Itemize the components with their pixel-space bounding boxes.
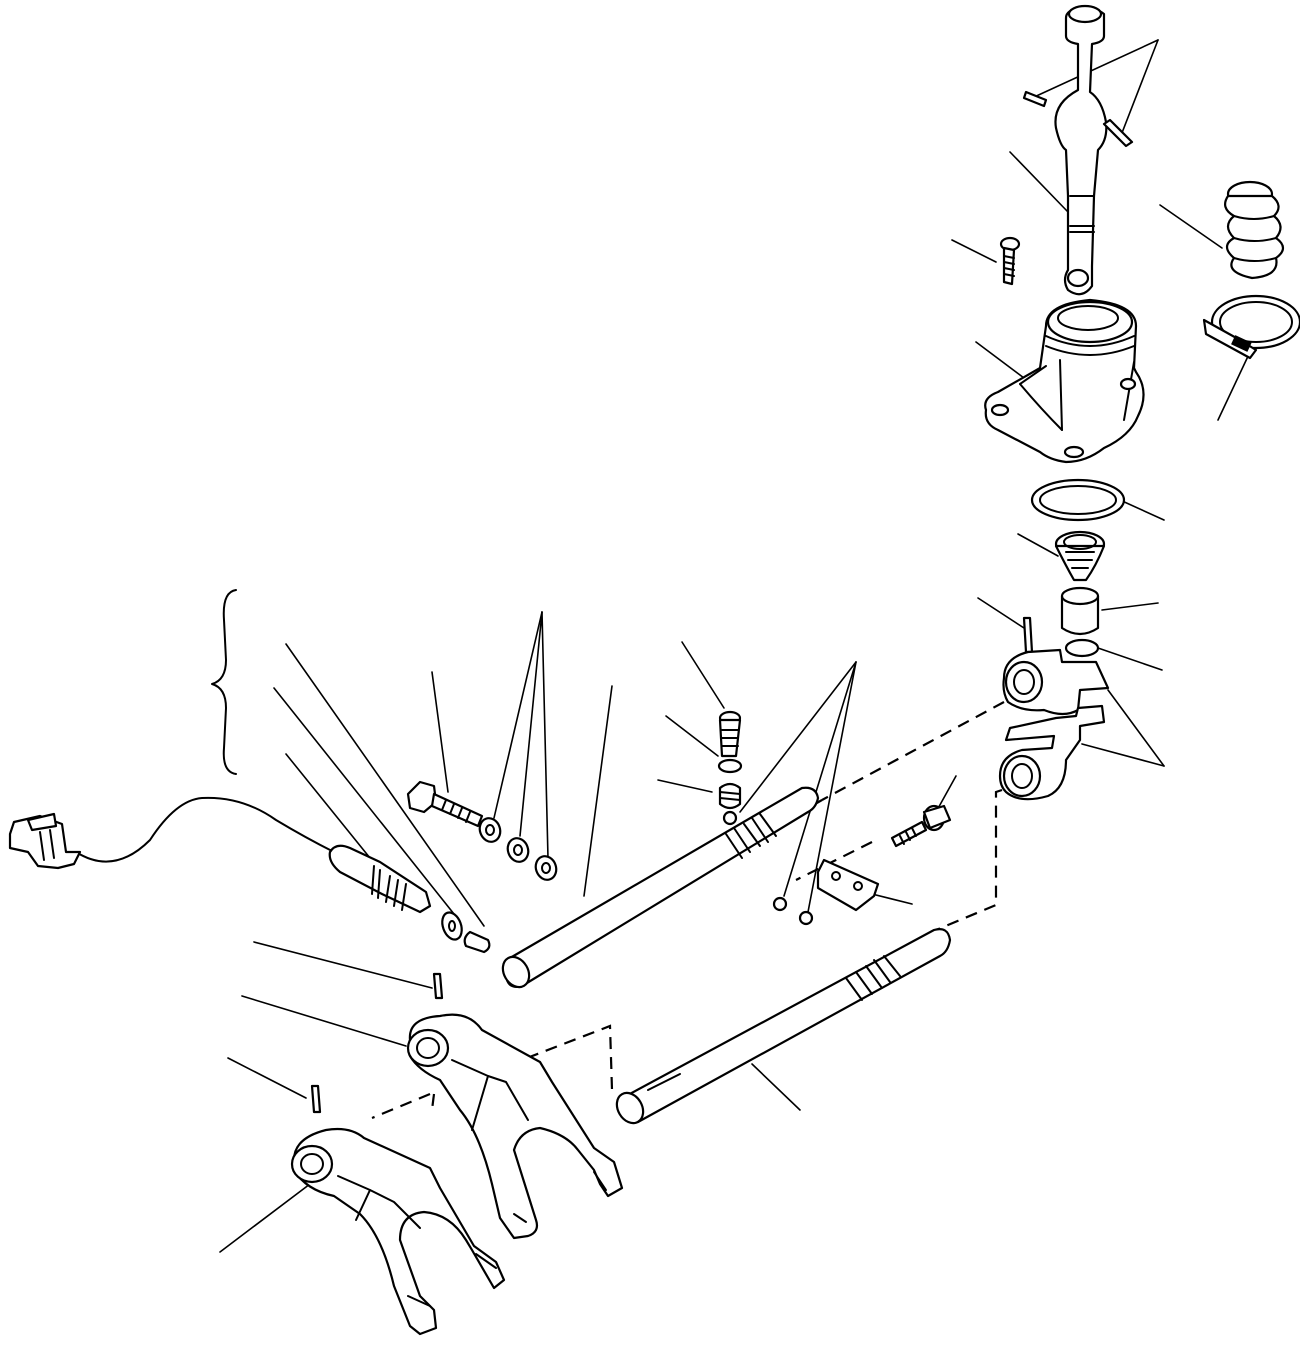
bolt-right — [890, 804, 952, 848]
leader-line — [1159, 204, 1223, 249]
leader-line — [1217, 351, 1251, 421]
leader-line — [935, 775, 957, 813]
leader-line — [977, 597, 1025, 629]
shift-housing — [984, 298, 1145, 464]
leader-line — [1081, 743, 1165, 767]
rubber-boot — [1223, 180, 1285, 280]
roll-pin — [432, 972, 444, 1000]
leader-line — [975, 341, 1025, 379]
leader-line — [871, 893, 913, 905]
neutral-switch — [8, 796, 432, 914]
switch-washer — [441, 911, 463, 941]
leader-line — [665, 715, 719, 757]
roll-pin — [310, 1084, 322, 1114]
spring-seat — [1054, 530, 1106, 582]
leader-line — [431, 671, 449, 793]
leader-line — [285, 643, 485, 927]
leader-line — [739, 661, 857, 813]
hose-clamp — [1202, 294, 1300, 360]
leader-line — [541, 611, 549, 859]
detent-bolt — [717, 710, 743, 826]
detent-plate — [816, 858, 880, 912]
leader-line — [1017, 533, 1059, 557]
leader-line — [493, 611, 543, 819]
leader-line — [1101, 602, 1159, 611]
shift-rail-upper — [501, 786, 820, 989]
shift-rail-lower — [615, 928, 952, 1125]
group-brace — [211, 589, 237, 775]
leader-line — [285, 753, 371, 859]
leader-line — [1107, 689, 1165, 767]
leader-line — [273, 687, 455, 915]
leader-line — [1097, 647, 1163, 671]
washers — [478, 817, 558, 881]
leader-line — [783, 661, 857, 897]
leader-line — [219, 1183, 311, 1253]
hex-bolt — [406, 780, 484, 828]
selector-lever-upper — [1002, 648, 1110, 716]
selector-lever-lower — [998, 704, 1106, 801]
leader-line — [227, 1057, 307, 1099]
leader-line — [1119, 39, 1159, 139]
leader-line — [751, 1063, 801, 1111]
shift-lever — [1022, 4, 1134, 296]
leader-line — [1009, 151, 1069, 213]
shift-fork-lower — [290, 1127, 506, 1336]
leader-line — [253, 941, 433, 989]
leader-line — [951, 239, 997, 263]
leader-line — [583, 685, 613, 897]
o-ring — [1030, 478, 1126, 522]
leader-lines — [219, 39, 1251, 1253]
small-ring — [1064, 638, 1100, 658]
bushing — [1060, 586, 1100, 636]
leader-line — [681, 641, 725, 709]
leader-line — [519, 611, 543, 837]
ball — [798, 910, 814, 926]
small-screw — [999, 236, 1021, 286]
shift-fork-upper — [406, 1013, 624, 1240]
ball — [772, 896, 788, 912]
pin — [1022, 616, 1034, 654]
leader-line — [657, 779, 713, 793]
switch-pin — [463, 930, 491, 954]
leader-line — [1031, 39, 1159, 99]
leader-line — [241, 995, 407, 1047]
leader-line — [1119, 499, 1165, 521]
